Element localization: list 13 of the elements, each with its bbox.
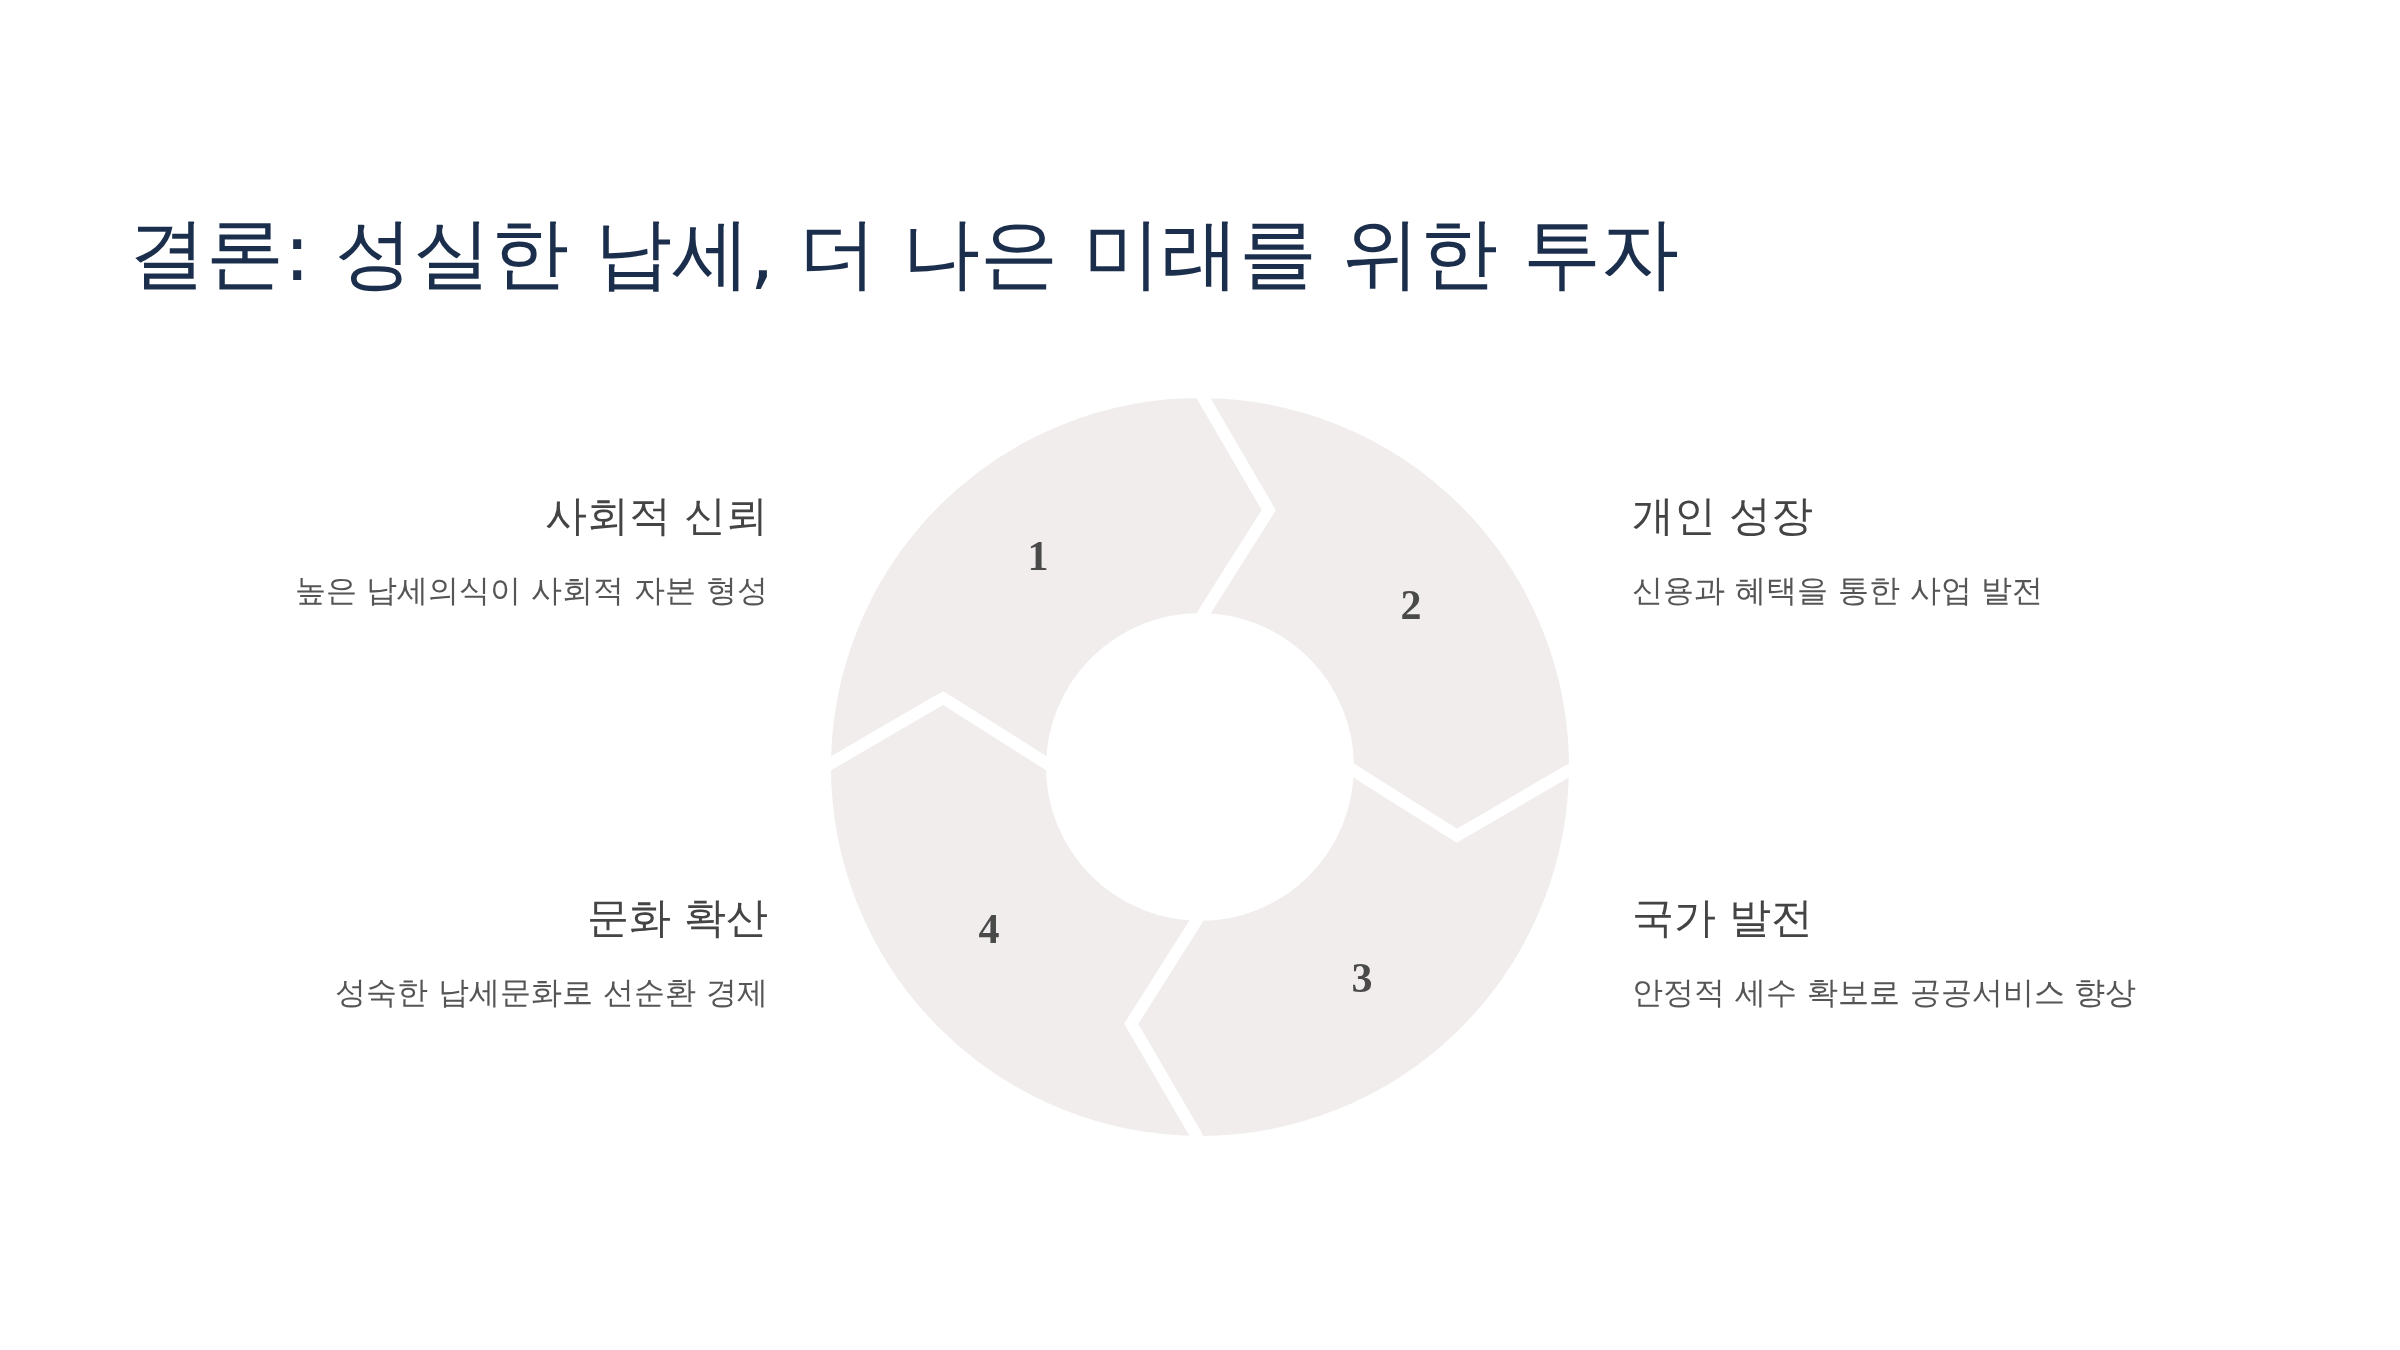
section-description: 성숙한 납세문화로 선순환 경제 — [335, 972, 768, 1012]
section-heading: 사회적 신뢰 — [544, 490, 768, 542]
section-description: 안정적 세수 확보로 공공서비스 향상 — [1632, 972, 2137, 1012]
section-description: 높은 납세의식이 사회적 자본 형성 — [294, 570, 768, 610]
section-description: 신용과 혜택을 통한 사업 발전 — [1632, 570, 2044, 610]
step-number: 2 — [1400, 584, 1422, 627]
step-number: 1 — [1027, 534, 1049, 577]
section-heading: 개인 성장 — [1632, 490, 1814, 542]
section-heading: 문화 확산 — [586, 892, 768, 944]
title: 결론: 성실한 납세, 더 나은 미래를 위한 투자 — [128, 207, 1679, 300]
section-heading: 국가 발전 — [1632, 892, 1814, 944]
step-number: 4 — [978, 907, 1000, 950]
step-number: 3 — [1351, 957, 1373, 1000]
